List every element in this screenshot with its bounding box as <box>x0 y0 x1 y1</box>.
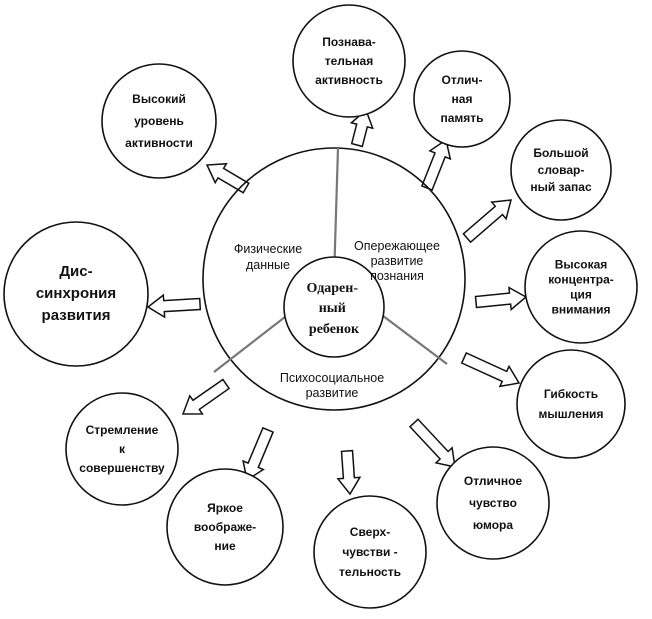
satellite-label: Стремление к совершенству <box>79 423 165 475</box>
arrow <box>242 426 275 482</box>
outer-ring <box>202 147 466 411</box>
sector-line: познания <box>370 269 424 283</box>
satellite-label: Отлич-ная память <box>440 73 483 125</box>
satellite-nodes: Высокий уровень активности Познава-тельная а… <box>3 4 638 609</box>
satellite-dyssynchrony: Дис-синхрония развития <box>3 221 149 367</box>
satellite-line: мышления <box>539 407 604 421</box>
satellite-circle <box>524 230 638 344</box>
satellite-line: ция <box>570 288 592 302</box>
satellite-line: Гибкость <box>544 387 598 401</box>
center-line: ный <box>319 301 346 316</box>
arrow <box>460 352 521 388</box>
satellite-line: Отличное <box>464 474 523 488</box>
center-ring <box>283 256 385 358</box>
satellite-line: тельность <box>339 565 401 579</box>
satellite-label: Познава-тельная активность <box>315 35 383 87</box>
arrow <box>336 449 362 496</box>
satellite-line: внимания <box>551 303 610 317</box>
satellite-circle <box>292 4 406 118</box>
satellite-line: концентра- <box>548 273 614 287</box>
satellite-line: ная <box>452 92 473 106</box>
satellite-large-vocabulary: Большой словар-ный запас <box>510 119 612 221</box>
satellite-line: воображе- <box>194 520 256 534</box>
satellite-circle <box>436 446 550 560</box>
center-label: Одарен- ный ребенок <box>306 281 361 337</box>
satellite-line: развития <box>42 307 111 324</box>
sector-line: Психосоциальное <box>280 371 384 385</box>
arrow <box>420 138 452 191</box>
satellite-circle <box>510 119 612 221</box>
satellite-line: Сверх- <box>350 525 390 539</box>
satellite-line: активность <box>315 73 383 87</box>
arrow <box>181 378 231 415</box>
sector-line: развитие <box>306 386 359 400</box>
sector-line: Опережающее <box>354 239 440 253</box>
satellite-line: к <box>119 442 126 456</box>
satellite-circle <box>3 221 149 367</box>
satellite-line: уровень <box>134 114 184 128</box>
center-line: ребенок <box>309 322 360 337</box>
satellite-excellent-memory: Отлич-ная память <box>413 50 511 148</box>
satellite-label: Сверх-чувстви - тельность <box>339 525 401 579</box>
satellite-line: Высокий <box>132 92 186 106</box>
satellite-circle <box>516 349 626 459</box>
satellite-flexible-thinking: Гибкость мышления <box>516 349 626 459</box>
satellite-circle <box>101 63 217 179</box>
satellite-line: Яркое <box>207 501 243 515</box>
center-text: Одарен- ный ребенок <box>306 281 361 337</box>
satellite-super-sensitivity: Сверх-чувстви - тельность <box>313 495 427 609</box>
satellite-label: Большой словар-ный запас <box>530 146 592 194</box>
satellite-circle <box>65 392 179 506</box>
satellite-circle <box>413 50 511 148</box>
sector-line: данные <box>246 258 290 272</box>
satellite-line: Дис- <box>59 263 92 280</box>
satellite-line: тельная <box>325 54 373 68</box>
satellite-label: Дис-синхрония развития <box>36 263 116 324</box>
satellite-line: чувстви - <box>342 545 397 559</box>
arrows-layer <box>146 108 528 496</box>
satellite-line: синхрония <box>36 285 116 302</box>
satellite-cognitive-activity: Познава-тельная активность <box>292 4 406 118</box>
satellite-sense-of-humor: Отличное чувство юмора <box>436 446 550 560</box>
arrow <box>205 162 250 194</box>
satellite-label: Отличное чувство юмора <box>464 474 523 532</box>
arrow <box>474 286 528 311</box>
sector-line: Физические <box>234 242 302 256</box>
outer-ring-group <box>202 147 466 411</box>
satellite-circle <box>166 468 284 586</box>
satellite-high-activity: Высокий уровень активности <box>101 63 217 179</box>
satellite-striving-perfection: Стремление к совершенству <box>65 392 179 506</box>
satellite-line: чувство <box>469 496 517 510</box>
satellite-line: Познава- <box>322 35 376 49</box>
satellite-line: активности <box>125 136 193 150</box>
center-line: Одарен- <box>306 281 358 296</box>
satellite-label: Гибкость мышления <box>539 387 604 421</box>
satellite-line: юмора <box>473 518 513 532</box>
satellite-line: Высокая <box>555 258 608 272</box>
satellite-line: Большой <box>533 146 588 160</box>
satellite-line: память <box>440 111 483 125</box>
arrow <box>146 293 202 319</box>
satellite-bright-imagination: Яркое воображе-ние <box>166 468 284 586</box>
arrow <box>408 418 456 468</box>
satellite-line: ный запас <box>530 180 592 194</box>
satellite-line: Отлич- <box>441 73 482 87</box>
sector-label-physical: Физические данные <box>234 242 302 272</box>
satellite-line: словар- <box>538 163 585 177</box>
sector-line: развитие <box>371 254 424 268</box>
satellite-line: ние <box>214 539 236 553</box>
satellite-line: Стремление <box>86 423 159 437</box>
satellite-label: Высокий уровень активности <box>125 92 193 150</box>
arrow <box>462 199 513 244</box>
satellite-circle <box>313 495 427 609</box>
satellite-label: Яркое воображе-ние <box>194 501 256 553</box>
satellite-line: совершенству <box>79 461 165 475</box>
